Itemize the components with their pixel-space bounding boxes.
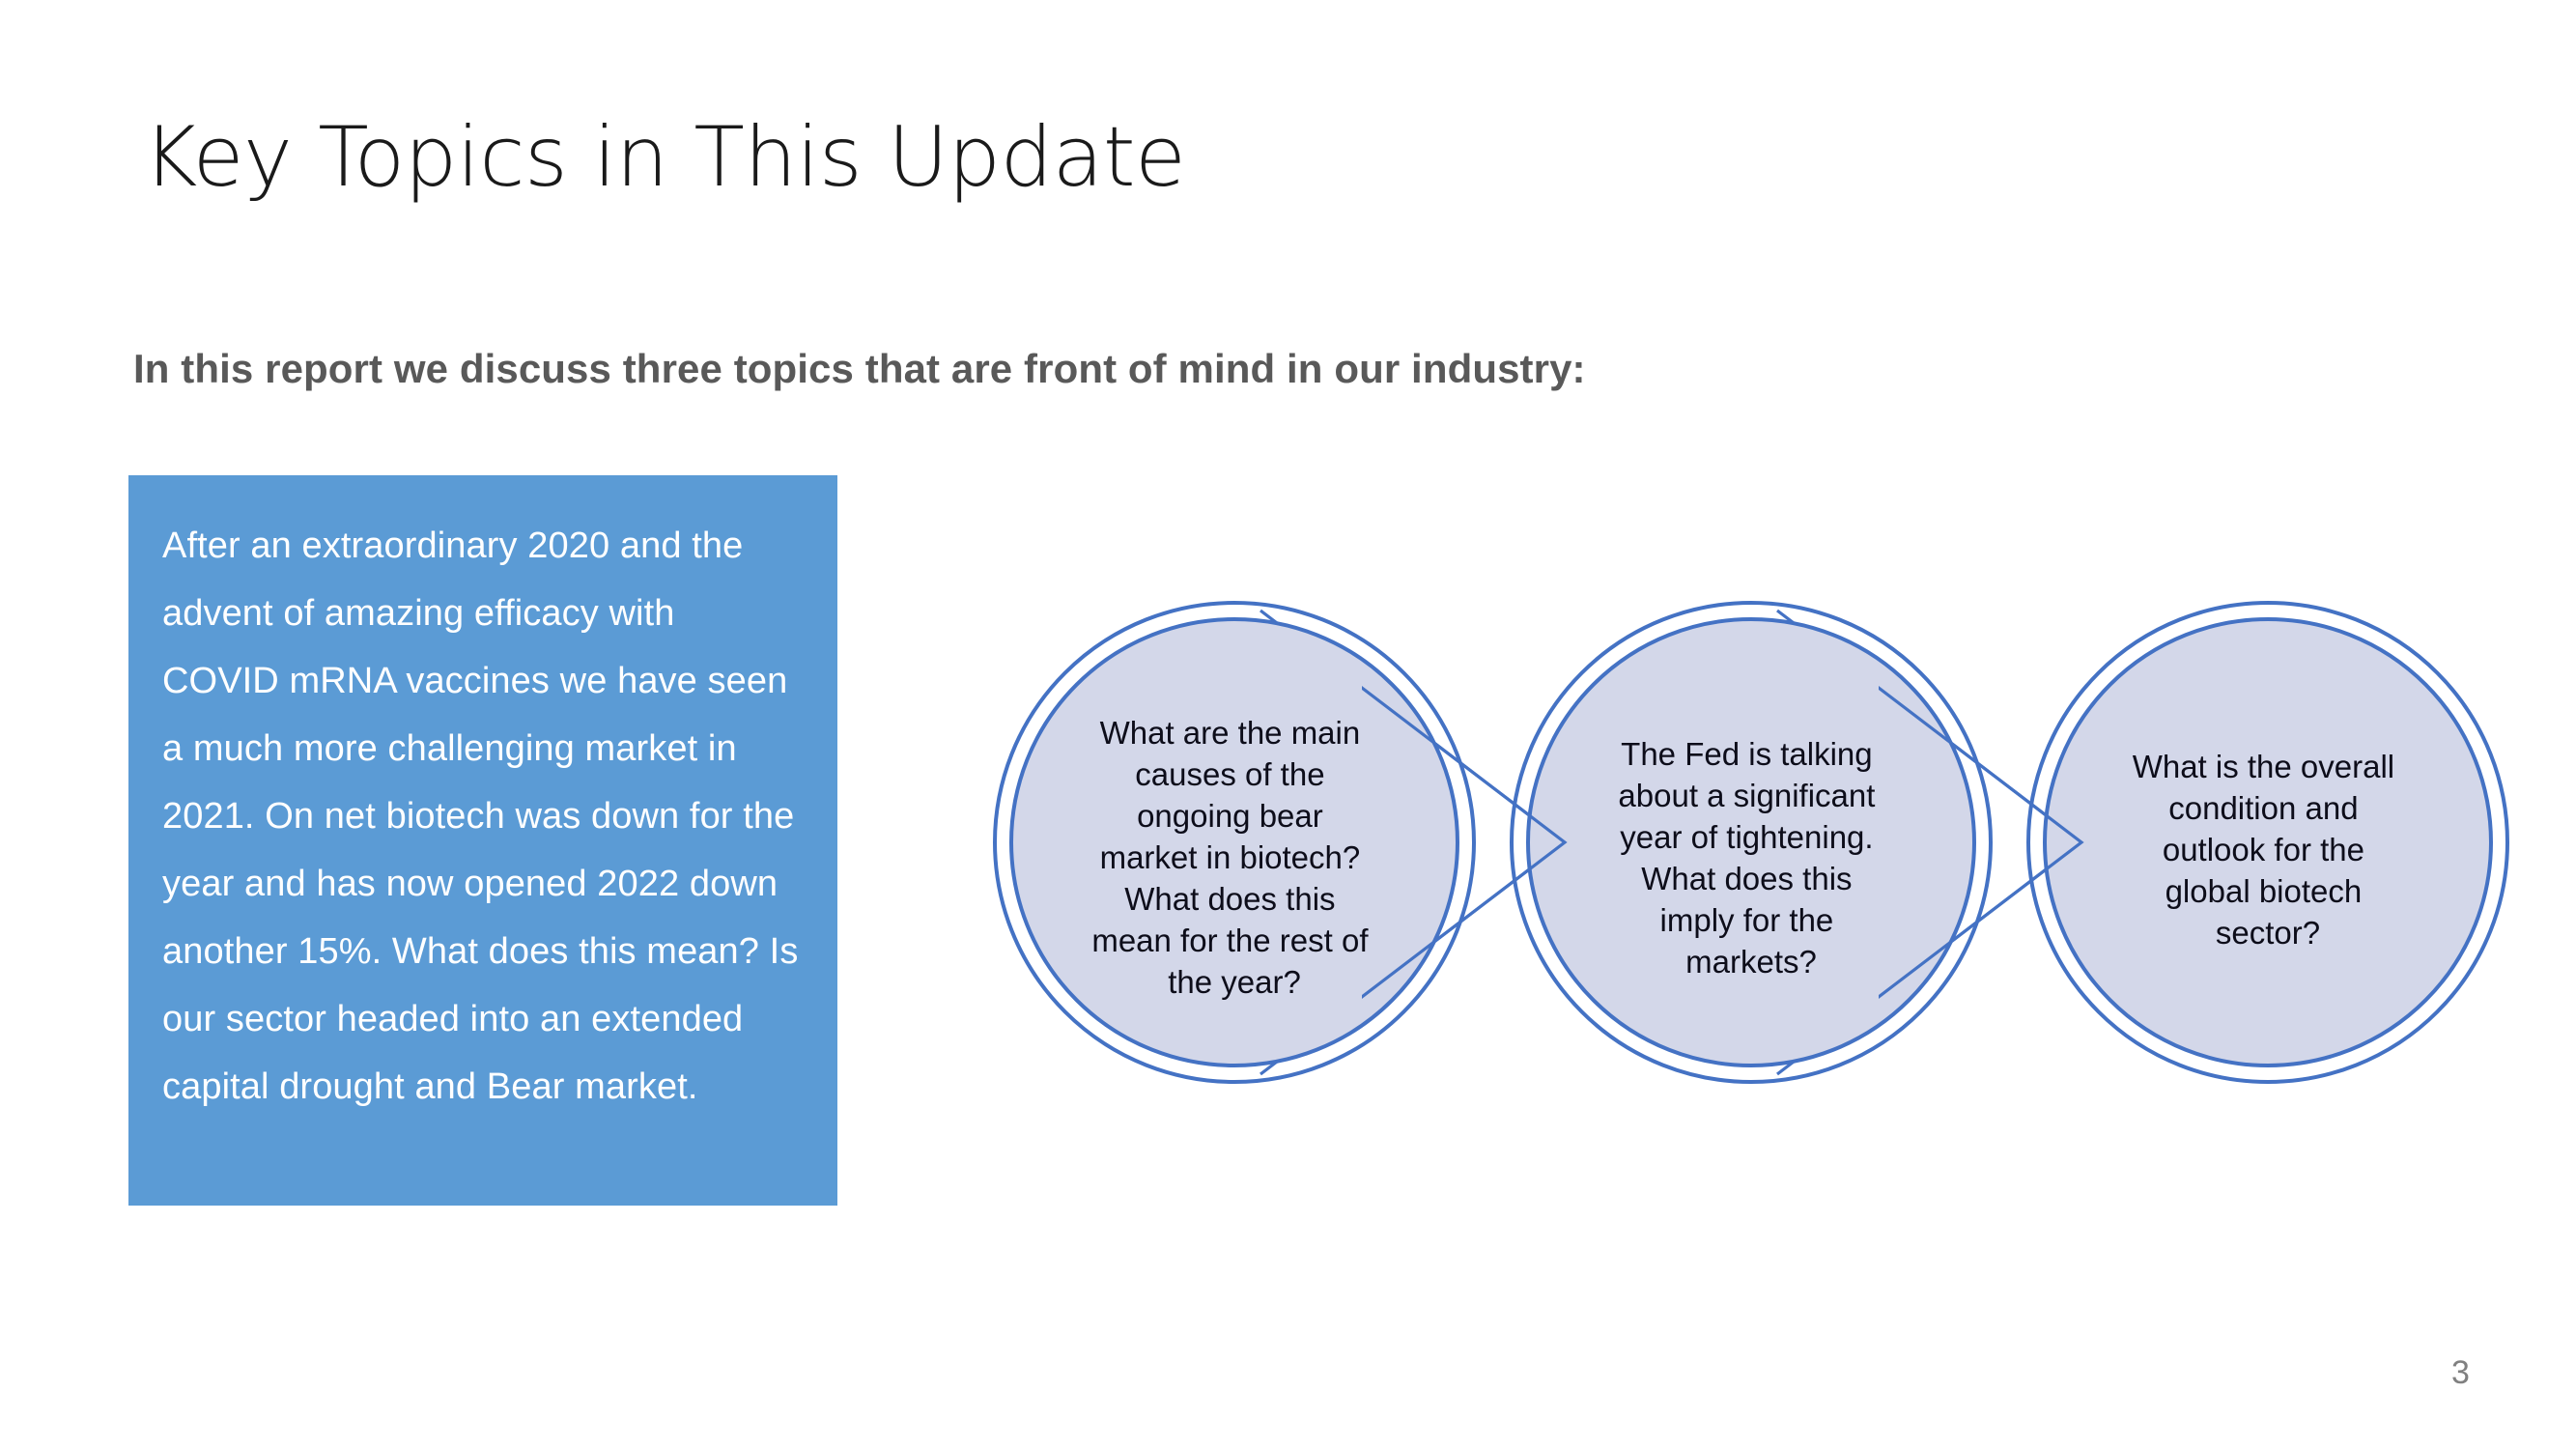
page-number: 3 — [2451, 1354, 2470, 1391]
circle-1-label: What are the main causes of the ongoing … — [1091, 715, 1376, 1000]
circle-3-label: What is the overall condition and outloo… — [2133, 749, 2404, 951]
callout-box — [128, 475, 837, 1206]
page-title: Key Topics in This Update — [143, 109, 1186, 206]
circle-2-label: The Fed is talking about a significant y… — [1618, 736, 1883, 980]
diagram-circle-1[interactable]: What are the main causes of the ongoing … — [993, 601, 1476, 1084]
chevron-arrow-2-overlay — [1879, 685, 2084, 1000]
process-diagram: What are the main causes of the ongoing … — [947, 570, 2531, 1111]
slide-subtitle: In this report we discuss three topics t… — [133, 346, 1586, 391]
chevron-arrow-1-overlay — [1362, 685, 1568, 1000]
diagram-circle-2[interactable]: The Fed is talking about a significant y… — [1510, 601, 1993, 1084]
diagram-circle-3[interactable]: What is the overall condition and outloo… — [2026, 601, 2509, 1084]
callout-box-text: After an extraordinary 2020 and the adve… — [162, 526, 799, 1107]
